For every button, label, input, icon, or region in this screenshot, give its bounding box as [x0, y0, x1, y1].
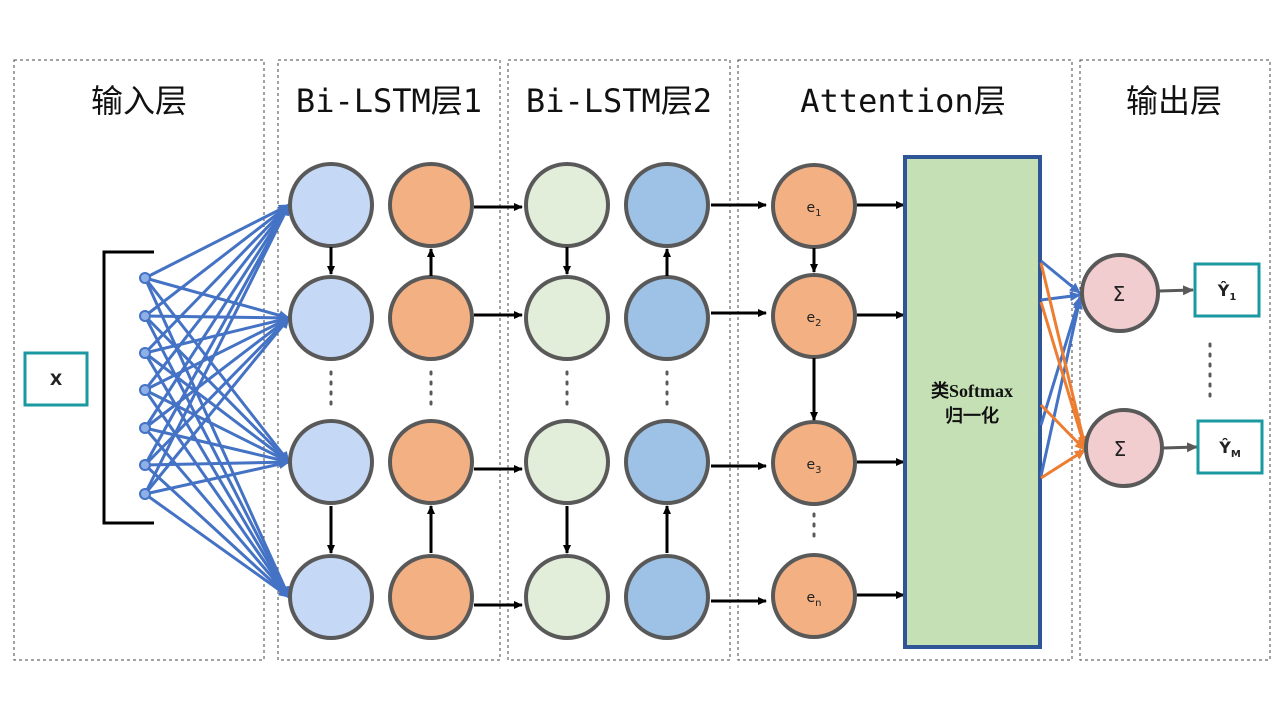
fan-line-7-2: [143, 317, 291, 495]
arrow-sum2-ym: [1162, 442, 1198, 453]
conn-softmax-sum1-c: [1039, 296, 1082, 426]
input-dot-1: [139, 272, 151, 284]
attention-label-e1: e1: [807, 200, 822, 219]
bilstm2-title: Bi-LSTM层2: [526, 82, 712, 120]
fan-line-6-4: [143, 463, 291, 599]
bilstm2-forward-node-2: [524, 275, 610, 361]
bilstm1-forward-node-1: [288, 162, 374, 248]
conn-softmax-sum2-c: [1039, 403, 1087, 452]
fan-line-5-4: [143, 427, 291, 598]
bilstm2-forward-node-3: [524, 419, 610, 505]
conn-softmax-sum2-d: [1040, 448, 1086, 480]
attention-label-e3: e3: [807, 457, 822, 476]
input-dot-4: [139, 384, 151, 396]
input-layer-panel: [13, 59, 265, 661]
output-y1-label: Ŷ1: [1217, 281, 1237, 303]
attention-label-e2: e2: [807, 310, 822, 329]
softmax-normalization-box: [903, 155, 1042, 649]
arrow-sum1-y1: [1158, 285, 1194, 296]
bilstm2-panel: [507, 59, 731, 661]
bilstm1-backward-node-3: [388, 419, 474, 505]
sum-node-2: [1084, 408, 1164, 488]
attention-title: Attention层: [800, 82, 1005, 120]
bilstm1-backward-node-4: [388, 554, 474, 640]
attention-panel: [737, 59, 1073, 661]
fan-line-6-1: [143, 204, 291, 466]
fan-line-1-3: [143, 277, 291, 463]
fan-line-7-1: [143, 204, 291, 495]
input-layer-title: 输入层: [91, 82, 187, 120]
bilstm1-nodes: [288, 162, 474, 640]
input-x-label: X: [50, 370, 63, 389]
attention-node-e3: [771, 420, 857, 506]
output-y1-box: [1193, 262, 1261, 318]
fan-line-7-3: [144, 459, 290, 496]
fan-line-2-4: [143, 315, 291, 598]
fan-line-3-1: [143, 203, 291, 355]
bilstm2-forward-node-1: [524, 162, 610, 248]
attention-label-en: en: [807, 590, 822, 609]
fan-line-3-4: [143, 352, 291, 598]
conn-softmax-sum1-d: [1039, 298, 1083, 477]
attention-node-e2: [771, 273, 857, 359]
fan-line-2-1: [144, 203, 290, 318]
bilstm2-forward-node-4: [524, 554, 610, 640]
sum-node-1: [1080, 253, 1160, 333]
input-bracket: [102, 250, 154, 525]
fan-line-2-3: [143, 314, 291, 464]
sum-symbol-1: Σ: [1113, 282, 1126, 306]
softmax-label-line2: 归一化: [945, 405, 999, 426]
bilstm1-forward-node-2: [288, 275, 374, 361]
bilstm1-forward-node-4: [288, 554, 374, 640]
bilstm2-backward-node-3: [624, 419, 710, 505]
fan-line-6-3: [144, 457, 290, 468]
fan-line-4-2: [144, 316, 290, 392]
input-dot-7: [139, 488, 151, 500]
fan-line-6-2: [143, 316, 291, 467]
fan-line-5-1: [143, 204, 291, 429]
fan-line-5-2: [144, 316, 290, 430]
fan-line-1-1: [144, 203, 290, 280]
fan-line-5-3: [144, 426, 290, 465]
output-layer-panel: [1079, 59, 1271, 661]
bilstm1-forward-node-3: [288, 419, 374, 505]
output-layer-title: 输出层: [1126, 82, 1222, 120]
conn-softmax-sum1-a: [1040, 259, 1081, 295]
output-ym-label: ŶM: [1218, 438, 1241, 460]
input-fan-connections: [143, 203, 291, 599]
conn-softmax-sum2-a: [1039, 262, 1088, 447]
fan-line-4-3: [144, 388, 290, 464]
conn-softmax-sum1-b: [1040, 291, 1081, 302]
bilstm1-backward-node-1: [388, 162, 474, 248]
bilstm1-title: Bi-LSTM层1: [296, 82, 482, 120]
softmax-label-line1: 类Softmax: [931, 380, 1013, 401]
input-dot-3: [139, 347, 151, 359]
fan-line-1-4: [143, 277, 291, 598]
bilstm2-backward-node-2: [624, 275, 710, 361]
input-vector-dots: [139, 272, 151, 500]
conn-softmax-sum2-b: [1039, 301, 1087, 449]
input-dot-5: [139, 422, 151, 434]
bilstm1-panel: [277, 59, 501, 661]
fan-line-4-1: [143, 204, 291, 391]
bilstm2-nodes: [524, 162, 710, 640]
attention-node-e1: [771, 163, 857, 249]
bilstm2-backward-node-1: [624, 162, 710, 248]
input-x-box: [23, 351, 89, 407]
attention-node-en: [771, 553, 857, 639]
output-ym-box: [1196, 419, 1264, 475]
bilstm1-backward-node-2: [388, 275, 474, 361]
fan-line-7-4: [144, 492, 290, 599]
bilstm2-backward-node-4: [624, 554, 710, 640]
sum-symbol-2: Σ: [1114, 437, 1127, 461]
fan-line-4-4: [143, 389, 291, 598]
input-dot-2: [139, 310, 151, 322]
input-dot-6: [139, 459, 151, 471]
